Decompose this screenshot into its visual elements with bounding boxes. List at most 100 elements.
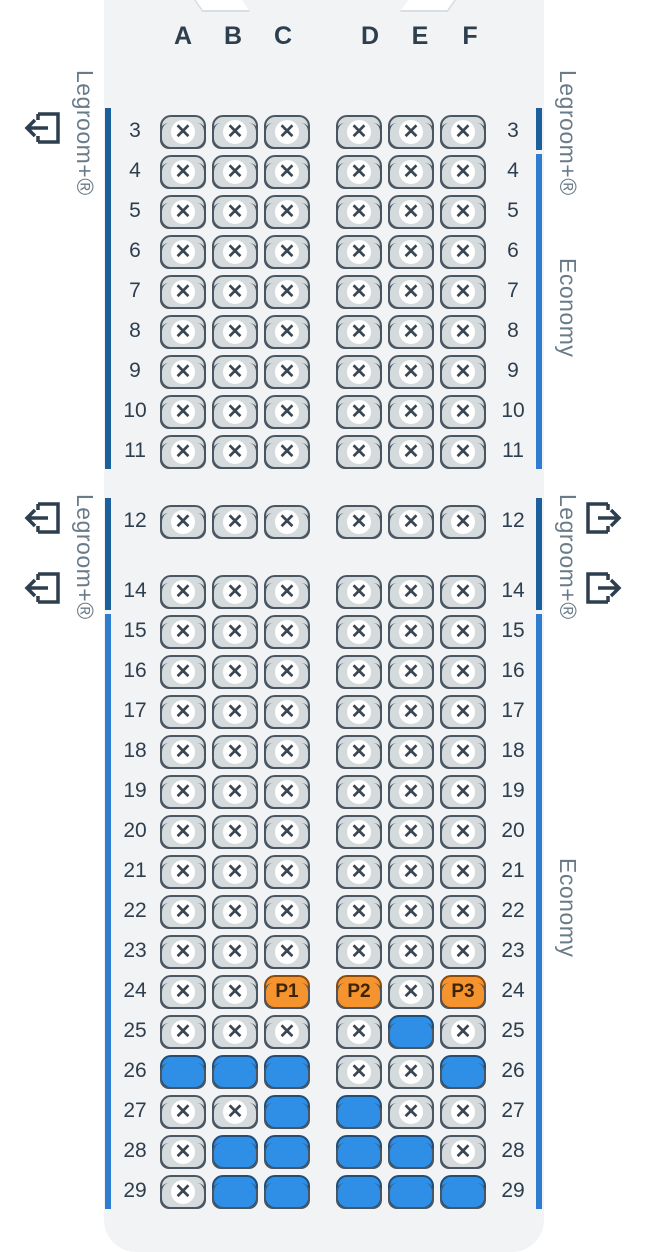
seat-17A-occupied[interactable]: ✕	[160, 695, 206, 729]
seat-22B-occupied[interactable]: ✕	[212, 895, 258, 929]
seat-18B-occupied[interactable]: ✕	[212, 735, 258, 769]
seat-8F-occupied[interactable]: ✕	[440, 315, 486, 349]
seat-19E-occupied[interactable]: ✕	[388, 775, 434, 809]
seat-11B-occupied[interactable]: ✕	[212, 435, 258, 469]
seat-6B-occupied[interactable]: ✕	[212, 235, 258, 269]
seat-24B-occupied[interactable]: ✕	[212, 975, 258, 1009]
seat-21A-occupied[interactable]: ✕	[160, 855, 206, 889]
seat-29F-available[interactable]	[440, 1175, 486, 1209]
seat-6F-occupied[interactable]: ✕	[440, 235, 486, 269]
seat-22C-occupied[interactable]: ✕	[264, 895, 310, 929]
seat-10A-occupied[interactable]: ✕	[160, 395, 206, 429]
seat-18A-occupied[interactable]: ✕	[160, 735, 206, 769]
seat-26E-occupied[interactable]: ✕	[388, 1055, 434, 1089]
seat-12D-occupied[interactable]: ✕	[336, 505, 382, 539]
seat-26F-available[interactable]	[440, 1055, 486, 1089]
seat-26B-available[interactable]	[212, 1055, 258, 1089]
seat-22F-occupied[interactable]: ✕	[440, 895, 486, 929]
seat-18F-occupied[interactable]: ✕	[440, 735, 486, 769]
seat-6E-occupied[interactable]: ✕	[388, 235, 434, 269]
seat-11E-occupied[interactable]: ✕	[388, 435, 434, 469]
seat-15B-occupied[interactable]: ✕	[212, 615, 258, 649]
seat-29D-available[interactable]	[336, 1175, 382, 1209]
seat-20F-occupied[interactable]: ✕	[440, 815, 486, 849]
seat-9F-occupied[interactable]: ✕	[440, 355, 486, 389]
seat-21F-occupied[interactable]: ✕	[440, 855, 486, 889]
seat-16A-occupied[interactable]: ✕	[160, 655, 206, 689]
seat-15F-occupied[interactable]: ✕	[440, 615, 486, 649]
seat-5E-occupied[interactable]: ✕	[388, 195, 434, 229]
seat-3A-occupied[interactable]: ✕	[160, 115, 206, 149]
seat-23F-occupied[interactable]: ✕	[440, 935, 486, 969]
seat-25A-occupied[interactable]: ✕	[160, 1015, 206, 1049]
seat-17C-occupied[interactable]: ✕	[264, 695, 310, 729]
seat-17D-occupied[interactable]: ✕	[336, 695, 382, 729]
seat-23B-occupied[interactable]: ✕	[212, 935, 258, 969]
seat-10B-occupied[interactable]: ✕	[212, 395, 258, 429]
seat-7B-occupied[interactable]: ✕	[212, 275, 258, 309]
seat-9D-occupied[interactable]: ✕	[336, 355, 382, 389]
seat-28E-available[interactable]	[388, 1135, 434, 1169]
seat-12B-occupied[interactable]: ✕	[212, 505, 258, 539]
seat-29C-available[interactable]	[264, 1175, 310, 1209]
seat-16E-occupied[interactable]: ✕	[388, 655, 434, 689]
seat-10E-occupied[interactable]: ✕	[388, 395, 434, 429]
seat-3C-occupied[interactable]: ✕	[264, 115, 310, 149]
seat-6A-occupied[interactable]: ✕	[160, 235, 206, 269]
seat-12A-occupied[interactable]: ✕	[160, 505, 206, 539]
seat-5C-occupied[interactable]: ✕	[264, 195, 310, 229]
seat-23D-occupied[interactable]: ✕	[336, 935, 382, 969]
seat-27E-occupied[interactable]: ✕	[388, 1095, 434, 1129]
seat-27C-available[interactable]	[264, 1095, 310, 1129]
seat-20E-occupied[interactable]: ✕	[388, 815, 434, 849]
seat-4F-occupied[interactable]: ✕	[440, 155, 486, 189]
seat-28C-available[interactable]	[264, 1135, 310, 1169]
seat-5B-occupied[interactable]: ✕	[212, 195, 258, 229]
seat-20B-occupied[interactable]: ✕	[212, 815, 258, 849]
seat-20A-occupied[interactable]: ✕	[160, 815, 206, 849]
seat-18E-occupied[interactable]: ✕	[388, 735, 434, 769]
seat-22A-occupied[interactable]: ✕	[160, 895, 206, 929]
seat-17E-occupied[interactable]: ✕	[388, 695, 434, 729]
seat-24F-passenger[interactable]: P3	[440, 975, 486, 1009]
seat-25C-occupied[interactable]: ✕	[264, 1015, 310, 1049]
seat-28B-available[interactable]	[212, 1135, 258, 1169]
seat-15A-occupied[interactable]: ✕	[160, 615, 206, 649]
seat-4B-occupied[interactable]: ✕	[212, 155, 258, 189]
seat-27F-occupied[interactable]: ✕	[440, 1095, 486, 1129]
seat-16F-occupied[interactable]: ✕	[440, 655, 486, 689]
seat-17B-occupied[interactable]: ✕	[212, 695, 258, 729]
seat-21B-occupied[interactable]: ✕	[212, 855, 258, 889]
seat-23A-occupied[interactable]: ✕	[160, 935, 206, 969]
seat-7C-occupied[interactable]: ✕	[264, 275, 310, 309]
seat-8D-occupied[interactable]: ✕	[336, 315, 382, 349]
seat-18C-occupied[interactable]: ✕	[264, 735, 310, 769]
seat-8E-occupied[interactable]: ✕	[388, 315, 434, 349]
seat-29A-occupied[interactable]: ✕	[160, 1175, 206, 1209]
seat-26C-available[interactable]	[264, 1055, 310, 1089]
seat-14B-occupied[interactable]: ✕	[212, 575, 258, 609]
seat-16C-occupied[interactable]: ✕	[264, 655, 310, 689]
seat-12C-occupied[interactable]: ✕	[264, 505, 310, 539]
seat-24A-occupied[interactable]: ✕	[160, 975, 206, 1009]
seat-16B-occupied[interactable]: ✕	[212, 655, 258, 689]
seat-14E-occupied[interactable]: ✕	[388, 575, 434, 609]
seat-10C-occupied[interactable]: ✕	[264, 395, 310, 429]
seat-15C-occupied[interactable]: ✕	[264, 615, 310, 649]
seat-7D-occupied[interactable]: ✕	[336, 275, 382, 309]
seat-18D-occupied[interactable]: ✕	[336, 735, 382, 769]
seat-9A-occupied[interactable]: ✕	[160, 355, 206, 389]
seat-28A-occupied[interactable]: ✕	[160, 1135, 206, 1169]
seat-29E-available[interactable]	[388, 1175, 434, 1209]
seat-20D-occupied[interactable]: ✕	[336, 815, 382, 849]
seat-19C-occupied[interactable]: ✕	[264, 775, 310, 809]
seat-21C-occupied[interactable]: ✕	[264, 855, 310, 889]
seat-24D-passenger[interactable]: P2	[336, 975, 382, 1009]
seat-19D-occupied[interactable]: ✕	[336, 775, 382, 809]
seat-9C-occupied[interactable]: ✕	[264, 355, 310, 389]
seat-25D-occupied[interactable]: ✕	[336, 1015, 382, 1049]
seat-24C-passenger[interactable]: P1	[264, 975, 310, 1009]
seat-14F-occupied[interactable]: ✕	[440, 575, 486, 609]
seat-11F-occupied[interactable]: ✕	[440, 435, 486, 469]
seat-10F-occupied[interactable]: ✕	[440, 395, 486, 429]
